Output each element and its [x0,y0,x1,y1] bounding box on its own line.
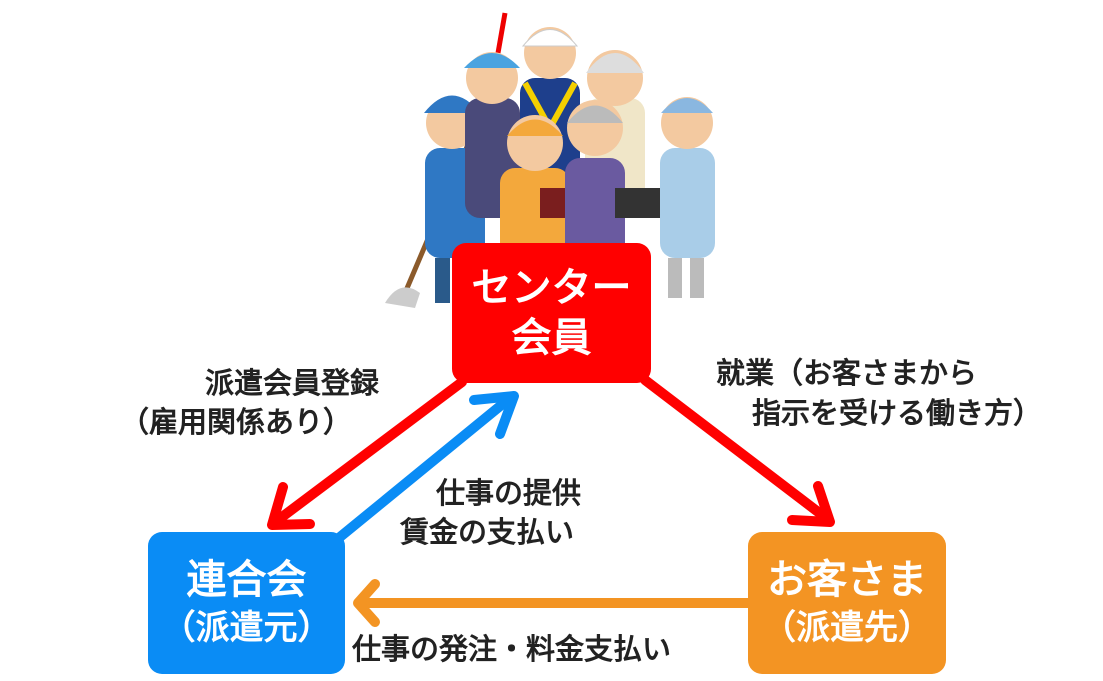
federation-label: 連合会 [186,557,307,603]
center-member-label: センター [471,265,632,311]
work-provision-arrow [335,391,519,542]
employment-arrow [640,375,835,527]
worker-figure-7 [660,97,715,298]
federation-sublabel: （派遣元） [161,608,332,648]
order-payment-arrow [353,579,753,627]
employment-label: 就業（お客さまから [716,356,978,390]
customer-label: お客さま [767,557,927,603]
customer-sublabel: （派遣先） [762,608,932,648]
wage-payment-label: 賃金の支払い [400,515,575,549]
employment-sublabel: 指示を受ける働き方） [752,396,1043,430]
center-member-node: センター 会員 [452,243,651,383]
registration-sublabel: （雇用関係あり） [120,405,353,439]
federation-node: 連合会 （派遣元） [148,532,345,674]
registration-arrow [267,377,467,530]
customer-node: お客さま （派遣先） [748,532,946,674]
worker-figure-6 [565,100,660,258]
registration-label: 派遣会員登録 [205,366,380,400]
work-provision-label: 仕事の提供 [436,476,582,510]
order-payment-label: 仕事の発注・料金支払い [352,632,672,666]
center-member-sublabel: 会員 [511,315,592,361]
